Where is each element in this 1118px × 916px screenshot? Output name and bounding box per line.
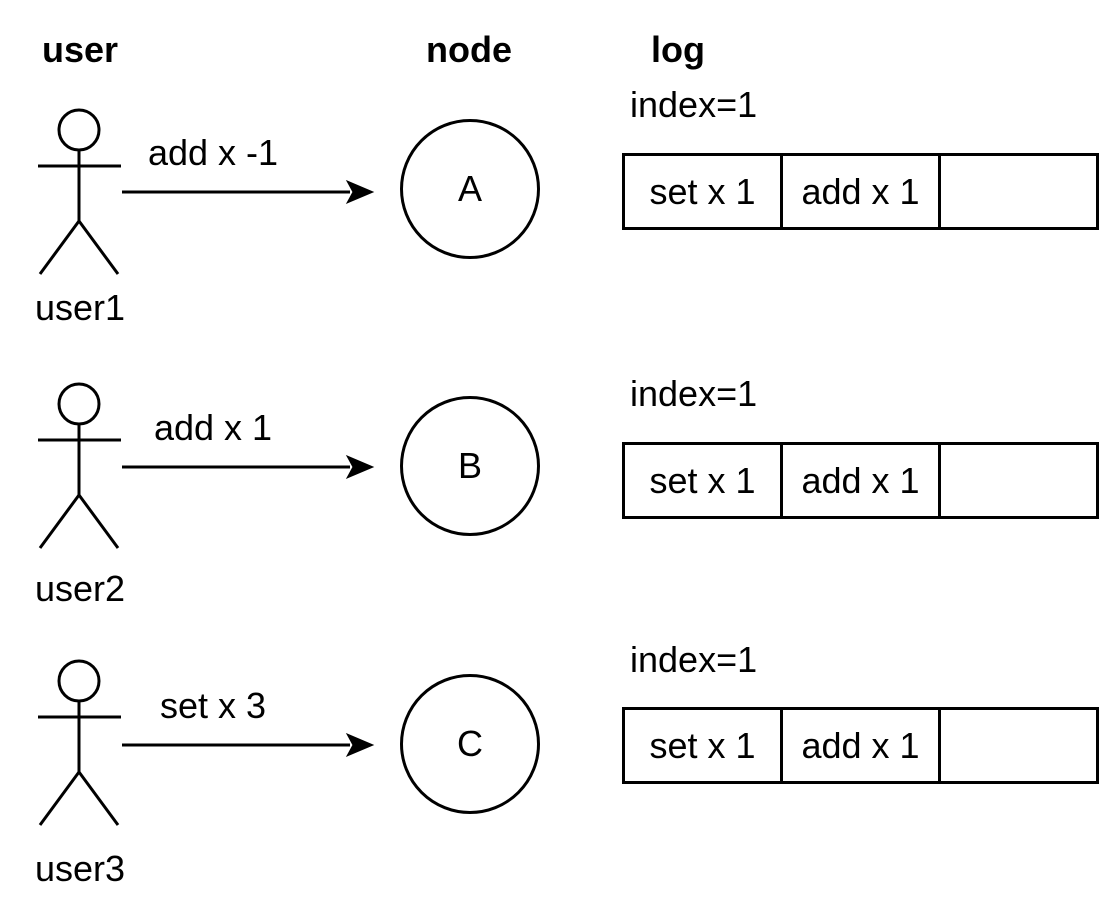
node-label: C: [457, 723, 483, 764]
node-label: A: [457, 168, 482, 209]
stick-figure-icon: [20, 381, 130, 556]
log-index-label: index=1: [630, 639, 758, 680]
message-label: add x 1: [153, 407, 273, 448]
user-label: user2: [34, 568, 126, 609]
arrow-right-icon: [120, 177, 376, 212]
arrow-right-icon: [120, 730, 376, 765]
column-header-user: user: [41, 29, 119, 70]
log-array: set x 1 add x 1: [622, 153, 1099, 230]
log-cell: set x 1: [649, 724, 756, 766]
log-cell: set x 1: [649, 170, 756, 212]
log-array: set x 1 add x 1: [622, 442, 1099, 519]
log-cell-empty: [941, 710, 1096, 781]
column-header-node: node: [426, 29, 512, 70]
message-label: add x -1: [147, 132, 279, 173]
log-cell: add x 1: [780, 710, 941, 781]
user-label: user3: [34, 848, 126, 889]
arrow-right-icon: [120, 452, 376, 487]
log-cell-empty: [941, 156, 1096, 227]
message-label: set x 3: [159, 685, 267, 726]
log-index-label: index=1: [630, 84, 758, 125]
user-label: user1: [34, 287, 126, 328]
column-header-log: log: [651, 29, 705, 70]
stick-figure-icon: [20, 107, 130, 282]
node-circle: C: [400, 674, 540, 814]
node-circle: B: [400, 396, 540, 536]
log-index-label: index=1: [630, 373, 758, 414]
log-cell-empty: [941, 445, 1096, 516]
stick-figure-icon: [20, 658, 130, 833]
log-cell: add x 1: [780, 445, 941, 516]
log-cell: set x 1: [649, 459, 756, 501]
node-label: B: [457, 445, 482, 486]
node-circle: A: [400, 119, 540, 259]
log-cell: add x 1: [780, 156, 941, 227]
log-array: set x 1 add x 1: [622, 707, 1099, 784]
